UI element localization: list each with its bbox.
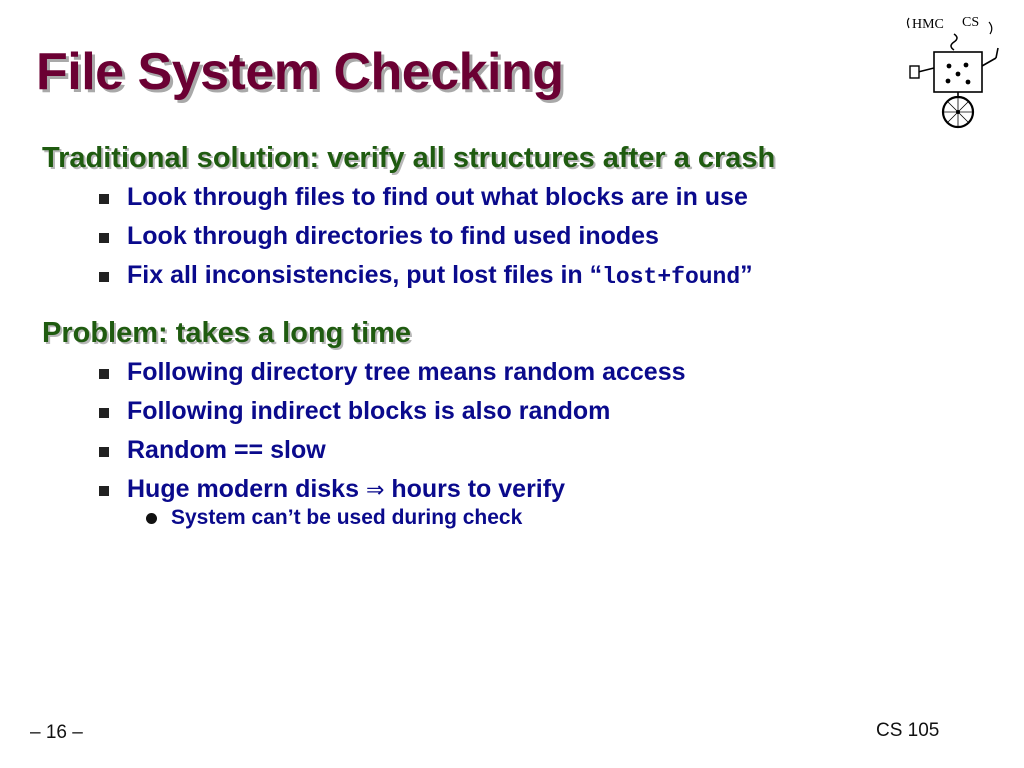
- bullet-text-suffix: ”: [740, 261, 753, 289]
- bullet-text: Look through files to find out what bloc…: [127, 183, 748, 211]
- bullet-text: Following directory tree means random ac…: [127, 358, 686, 386]
- square-bullet-icon: [99, 194, 109, 204]
- logo-text-left: HMC: [912, 17, 944, 32]
- square-bullet-icon: [99, 272, 109, 282]
- section-heading-problem: Problem: takes a long time: [42, 317, 412, 349]
- bullet-fix-inconsistencies: Fix all inconsistencies, put lost files …: [42, 256, 992, 297]
- bullet-look-through-directories: Look through directories to find used in…: [42, 217, 992, 256]
- bullet-indirect-blocks: Following indirect blocks is also random: [42, 392, 992, 431]
- hmc-cs-robot-logo-icon: HMC CS: [906, 15, 999, 129]
- bullet-look-through-files: Look through files to find out what bloc…: [42, 178, 992, 217]
- bullet-text-suffix: hours to verify: [384, 475, 565, 503]
- sub-bullet-system-unusable: System can’t be used during check: [42, 504, 992, 532]
- round-bullet-icon: [146, 513, 157, 524]
- bullet-text: Following indirect blocks is also random: [127, 397, 611, 425]
- code-lost-found: lost+found: [602, 264, 741, 290]
- page-number: – 16 –: [30, 722, 83, 743]
- traditional-bullet-list: Look through files to find out what bloc…: [42, 178, 992, 297]
- square-bullet-icon: [99, 447, 109, 457]
- bullet-huge-disks: Huge modern disks ⇒ hours to verify: [42, 470, 992, 510]
- course-label: CS 105: [876, 720, 940, 741]
- slide-title: File System Checking: [36, 43, 564, 101]
- problem-bullet-list: Following directory tree means random ac…: [42, 353, 992, 510]
- sub-bullet-text: System can’t be used during check: [171, 506, 523, 529]
- bullet-text: Look through directories to find used in…: [127, 222, 659, 250]
- bullet-random-slow: Random == slow: [42, 431, 992, 470]
- square-bullet-icon: [99, 233, 109, 243]
- square-bullet-icon: [99, 408, 109, 418]
- square-bullet-icon: [99, 369, 109, 379]
- bullet-directory-tree: Following directory tree means random ac…: [42, 353, 992, 392]
- section-heading-traditional: Traditional solution: verify all structu…: [42, 142, 776, 174]
- bullet-text: Random == slow: [127, 436, 326, 464]
- bullet-text-prefix: Fix all inconsistencies, put lost files …: [127, 261, 603, 289]
- slide-content: Traditional solution: verify all structu…: [42, 138, 992, 532]
- implies-arrow-icon: ⇒: [365, 478, 385, 503]
- logo-text-right: CS: [962, 15, 979, 30]
- bullet-text-prefix: Huge modern disks: [127, 475, 366, 503]
- square-bullet-icon: [99, 486, 109, 496]
